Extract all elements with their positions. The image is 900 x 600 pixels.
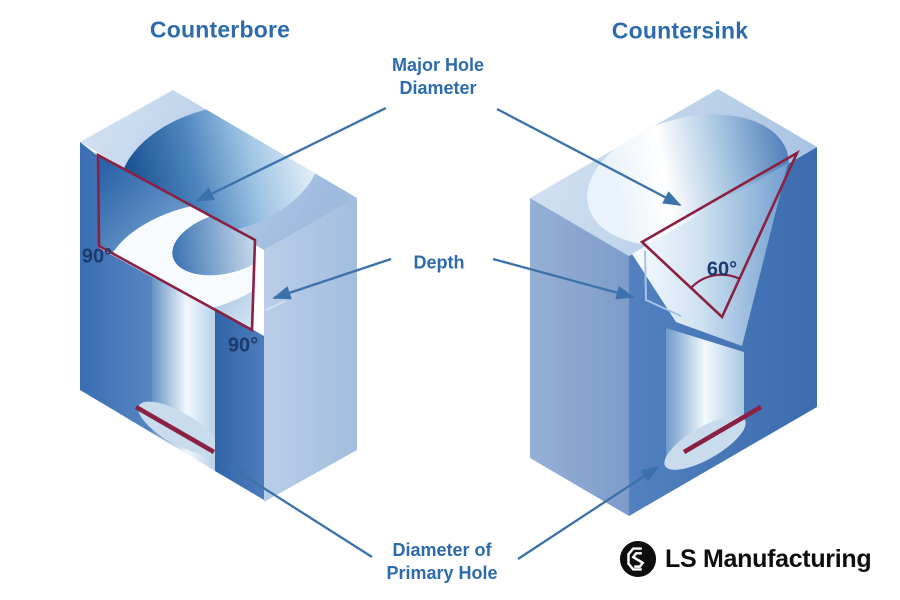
- counterbore-section-outline: [96, 152, 257, 333]
- depth-arrow-left: [272, 257, 392, 300]
- counterbore-front-pillar: [215, 308, 264, 500]
- major-hole-diameter-label: Major Hole Diameter: [392, 54, 484, 100]
- countersink-angle-label: 60°: [706, 258, 738, 281]
- countersink-cone-face: [632, 163, 788, 346]
- counterbore-right-face: [264, 198, 357, 502]
- major-diameter-arrow-right: [496, 107, 682, 207]
- countersink-title: Countersink: [611, 17, 749, 44]
- countersink-angle-arc: [690, 273, 741, 289]
- primary-diameter-arrow-left: [227, 465, 373, 558]
- brand-logo: LS Manufacturing: [619, 540, 872, 578]
- counterbore-side-angle-label: 90°: [81, 245, 113, 268]
- annotation-marks: [96, 149, 800, 454]
- counterbore-front-angle-label: 90°: [227, 334, 259, 357]
- depth-label: Depth: [413, 252, 465, 273]
- brand-name: LS Manufacturing: [665, 544, 872, 573]
- primary-hole-line1: Diameter of: [392, 539, 492, 560]
- depth-arrow-right: [492, 257, 635, 300]
- countersink-primary-diameter-mark: [682, 405, 763, 454]
- counterbore-title: Counterbore: [149, 16, 291, 43]
- primary-hole-line2: Primary Hole: [386, 563, 498, 583]
- ls-monogram-icon: [619, 540, 657, 578]
- primary-hole-diameter-label: Diameter of Primary Hole: [386, 539, 497, 585]
- countersink-angle-outline: [639, 149, 800, 320]
- countersink-depth-mark: [644, 250, 682, 317]
- counterbore-depth-tick: [265, 300, 286, 311]
- counterbore-block: [80, 90, 357, 502]
- major-diameter-arrow-left: [195, 106, 387, 203]
- countersink-block: [530, 89, 817, 516]
- countersink-left-face: [530, 198, 629, 516]
- callout-arrows: [195, 106, 682, 560]
- major-hole-diameter-line2: Diameter: [399, 78, 477, 98]
- primary-diameter-arrow-right: [517, 465, 660, 560]
- major-hole-diameter-line1: Major Hole: [391, 54, 485, 75]
- counterbore-primary-diameter-mark: [134, 405, 216, 454]
